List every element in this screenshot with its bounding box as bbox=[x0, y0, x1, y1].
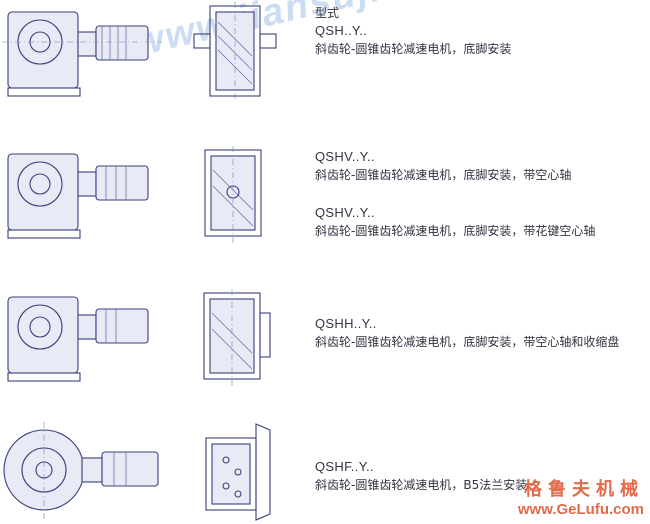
end-view-drawing-shrink-disc bbox=[190, 289, 280, 389]
model-code: QSHV..Y.. bbox=[315, 149, 375, 164]
row-qshf: QSHF..Y.. 斜齿轮-圆锥齿轮减速电机，B5法兰安装 bbox=[0, 410, 650, 522]
brand-url[interactable]: www.GeLufu.com bbox=[517, 501, 644, 518]
brand-name: 格鲁夫机械 bbox=[524, 479, 644, 500]
end-view-drawing-flange-mount bbox=[200, 420, 280, 524]
model-description: 斜齿轮-圆锥齿轮减速电机，底脚安装，带空心轴 bbox=[315, 168, 572, 182]
side-view-drawing-hollow-shaft bbox=[2, 146, 162, 246]
side-view-drawing-shrink-disc bbox=[2, 289, 162, 389]
model-code: QSHF..Y.. bbox=[315, 459, 374, 474]
model-description: 斜齿轮-圆锥齿轮减速电机，底脚安装，带花键空心轴 bbox=[315, 224, 596, 238]
spec-text-block: QSHF..Y.. 斜齿轮-圆锥齿轮减速电机，B5法兰安装 bbox=[315, 458, 527, 494]
row-qshv: QSHV..Y.. 斜齿轮-圆锥齿轮减速电机，底脚安装，带空心轴 QSHV..Y… bbox=[0, 140, 650, 260]
side-view-drawing-flange-mount bbox=[2, 422, 172, 522]
spec-text-block: QSHV..Y.. 斜齿轮-圆锥齿轮减速电机，底脚安装，带空心轴 QSHV..Y… bbox=[315, 148, 595, 240]
spec-text-block: 型式 QSH..Y.. 斜齿轮-圆锥齿轮减速电机，底脚安装 bbox=[315, 4, 511, 58]
row-qsh: 型式 QSH..Y.. 斜齿轮-圆锥齿轮减速电机，底脚安装 bbox=[0, 0, 650, 125]
model-code: QSH..Y.. bbox=[315, 23, 368, 38]
model-description: 斜齿轮-圆锥齿轮减速电机，底脚安装 bbox=[315, 42, 512, 56]
model-code: QSHH..Y.. bbox=[315, 316, 377, 331]
spec-text-block: QSHH..Y.. 斜齿轮-圆锥齿轮减速电机，底脚安装，带空心轴和收缩盘 bbox=[315, 315, 619, 351]
row-qshh: QSHH..Y.. 斜齿轮-圆锥齿轮减速电机，底脚安装，带空心轴和收缩盘 bbox=[0, 285, 650, 395]
end-view-drawing-hollow-shaft bbox=[195, 146, 275, 246]
model-description: 斜齿轮-圆锥齿轮减速电机，B5法兰安装 bbox=[315, 478, 528, 492]
side-view-drawing-foot-mount bbox=[2, 2, 162, 102]
model-code: QSHV..Y.. bbox=[315, 205, 375, 220]
model-description: 斜齿轮-圆锥齿轮减速电机，底脚安装，带空心轴和收缩盘 bbox=[315, 335, 620, 349]
brand-logo: 格鲁夫机械 www.GeLufu.com bbox=[518, 475, 644, 518]
end-view-drawing-foot-mount bbox=[190, 2, 290, 102]
type-heading: 型式 bbox=[315, 6, 340, 20]
